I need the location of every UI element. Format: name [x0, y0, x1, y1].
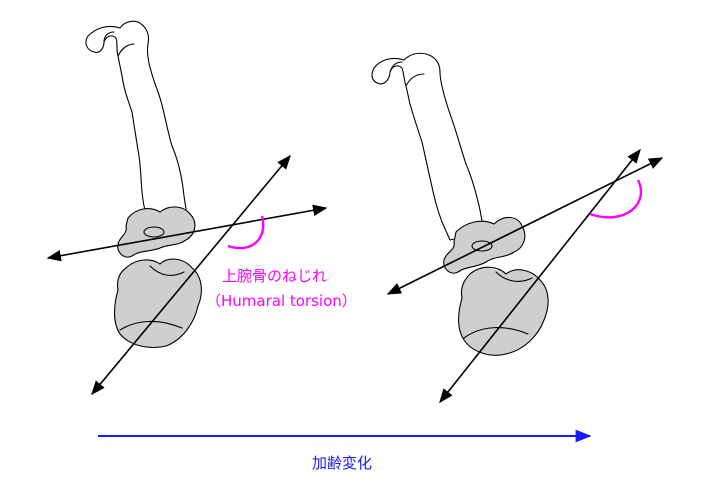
left-proximal-axis-arrow: [91, 154, 291, 396]
left-torsion-angle-arc: [227, 215, 265, 250]
right-forearm-outline: [371, 52, 485, 241]
annotation-line2: （Humaral torsion）: [206, 292, 357, 310]
right-arm-figure: [371, 52, 664, 404]
right-distal-humerus: [443, 216, 526, 274]
right-humeral-head: [457, 266, 549, 356]
left-forearm-outline: [85, 20, 189, 229]
right-proximal-axis-arrow: [439, 148, 641, 404]
left-arm-figure: [46, 20, 328, 396]
right-torsion-angle-arc: [589, 179, 643, 219]
left-hand-detail: [103, 31, 135, 57]
right-hand-detail: [389, 61, 425, 87]
left-distal-humerus: [117, 206, 196, 258]
annotation-line1: 上腕骨のねじれ: [222, 267, 327, 285]
aging-progression-label: 加齢変化: [312, 454, 372, 472]
